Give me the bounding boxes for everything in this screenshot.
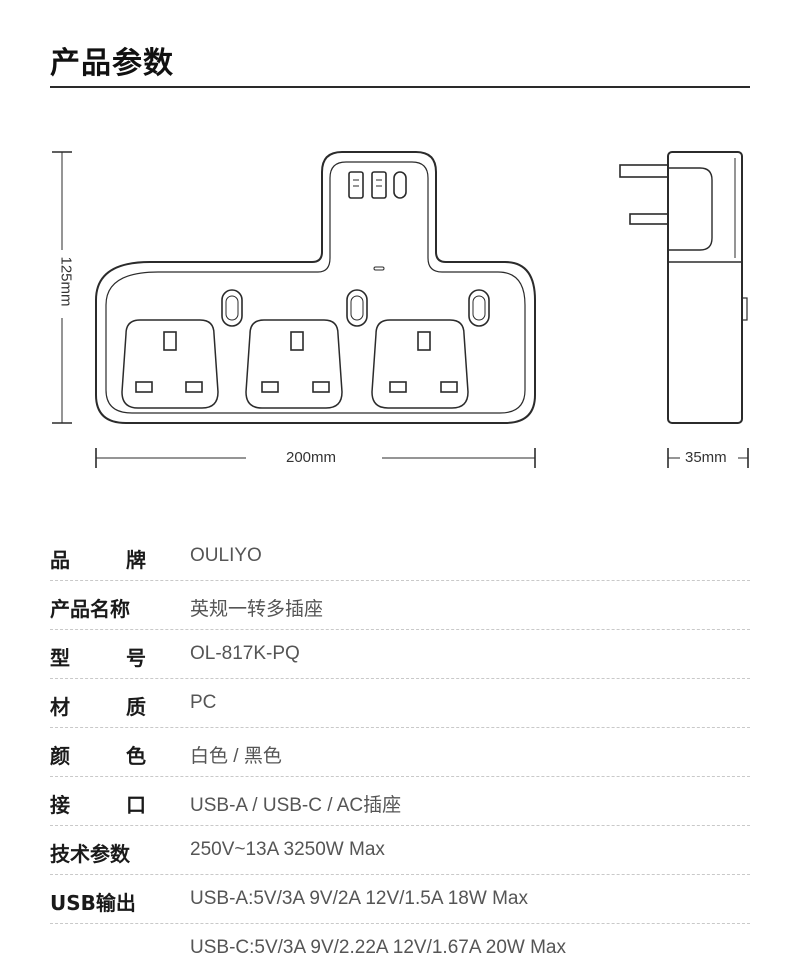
spec-label: 型 号 (50, 642, 146, 671)
spec-label: 颜 色 (50, 740, 146, 769)
spec-label: 品 牌 (50, 544, 146, 573)
spec-value: OULIYO (190, 545, 262, 566)
height-label: 125mm (57, 256, 75, 307)
spec-row-usb-output: USB输出 USB-A:5V/3A 9V/2A 12V/1.5A 18W Max (50, 875, 750, 924)
spec-value: USB-A:5V/3A 9V/2A 12V/1.5A 18W Max (190, 888, 528, 909)
spec-label-part: 颜 (50, 744, 70, 768)
spec-label-part: 号 (126, 646, 146, 670)
spec-label: 技术参数 (50, 842, 130, 866)
depth-dimension-line (667, 448, 749, 468)
product-drawing (52, 151, 749, 468)
spec-value: OL-817K-PQ (190, 643, 300, 664)
spec-value: PC (190, 692, 217, 713)
spec-row-material: 材 质 PC (50, 679, 750, 728)
spec-label-part: 接 (50, 793, 70, 817)
spec-label-part: 质 (126, 695, 146, 719)
spec-label-part: 牌 (126, 548, 146, 572)
spec-value: 英规一转多插座 (190, 599, 324, 620)
spec-row-model: 型 号 OL-817K-PQ (50, 630, 750, 679)
title-divider (50, 86, 750, 88)
spec-row-brand: 品 牌 OULIYO (50, 532, 750, 581)
width-dimension-line (95, 448, 536, 468)
spec-row-product-name: 产品名称 英规一转多插座 (50, 581, 750, 630)
depth-label: 35mm (685, 449, 727, 466)
side-view (619, 151, 748, 424)
spec-row-color: 颜 色 白色 / 黑色 (50, 728, 750, 777)
spec-value: 250V~13A 3250W Max (190, 839, 385, 860)
spec-value: USB-A / USB-C / AC插座 (190, 795, 402, 816)
spec-label: 材 质 (50, 691, 146, 720)
page-title: 产品参数 (50, 46, 174, 81)
spec-label-part: 口 (126, 793, 146, 817)
front-view (95, 151, 536, 424)
spec-table: 品 牌 OULIYO 产品名称 英规一转多插座 型 号 OL-817K-PQ 材… (50, 532, 750, 972)
height-dimension-line (52, 151, 72, 424)
width-label: 200mm (286, 449, 337, 466)
spec-label-part: 型 (50, 646, 70, 670)
spec-label: 产品名称 (50, 597, 130, 621)
spec-row-technical: 技术参数 250V~13A 3250W Max (50, 826, 750, 875)
spec-label-part: 材 (50, 695, 70, 719)
spec-row-interface: 接 口 USB-A / USB-C / AC插座 (50, 777, 750, 826)
spec-label: USB输出 (50, 891, 136, 915)
spec-value: 白色 / 黑色 (190, 746, 282, 767)
spec-label: 接 口 (50, 789, 146, 818)
spec-value: USB-C:5V/3A 9V/2.22A 12V/1.67A 20W Max (190, 937, 566, 958)
spec-label-part: 品 (50, 548, 70, 572)
spec-label-part: 色 (126, 744, 146, 768)
spec-row-usb-output-c: USB-C:5V/3A 9V/2.22A 12V/1.67A 20W Max (50, 924, 750, 972)
